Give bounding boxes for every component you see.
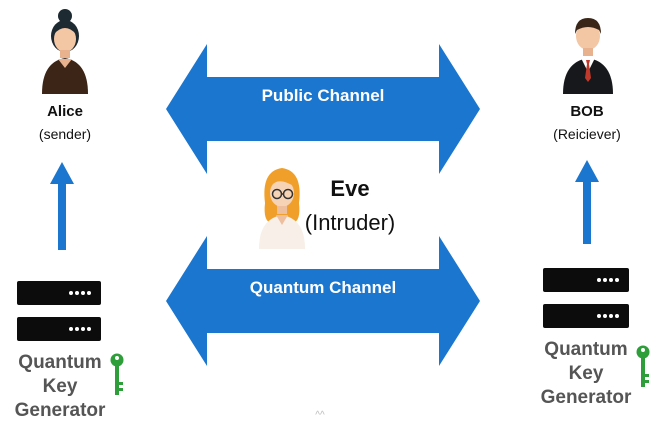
left-generator-label: Quantum Key Generator — [4, 351, 116, 423]
server-icon — [543, 304, 629, 328]
public-channel-label: Public Channel — [261, 86, 385, 105]
female-avatar-icon — [42, 9, 88, 94]
generator-label-line2: Generator — [540, 387, 632, 408]
male-avatar-icon — [563, 18, 613, 94]
quantum-channel-arrow — [166, 236, 480, 366]
right-generator-label: Quantum Key Generator — [530, 338, 642, 410]
quantum-channel-label: Quantum Channel — [249, 278, 397, 297]
female-glasses-avatar-icon — [259, 168, 305, 249]
footer-mark: ^^ — [315, 410, 325, 421]
eve-name: Eve — [330, 176, 370, 201]
bob-role: (Reiciever) — [553, 126, 621, 142]
generator-label-line2: Generator — [14, 400, 106, 421]
key-icon — [110, 353, 124, 395]
server-icon — [543, 268, 629, 292]
up-arrow-icon — [50, 162, 74, 250]
server-icon — [17, 317, 101, 341]
server-icon — [17, 281, 101, 305]
up-arrow-icon — [575, 160, 599, 244]
public-channel-arrow — [166, 44, 480, 174]
alice-role: (sender) — [38, 126, 92, 142]
key-icon — [636, 345, 650, 387]
alice-name: Alice — [47, 103, 83, 120]
generator-label-line1: Quantum Key — [18, 352, 102, 397]
eve-role: (Intruder) — [304, 210, 396, 235]
bob-name: BOB — [570, 103, 604, 120]
generator-label-line1: Quantum Key — [544, 339, 628, 384]
